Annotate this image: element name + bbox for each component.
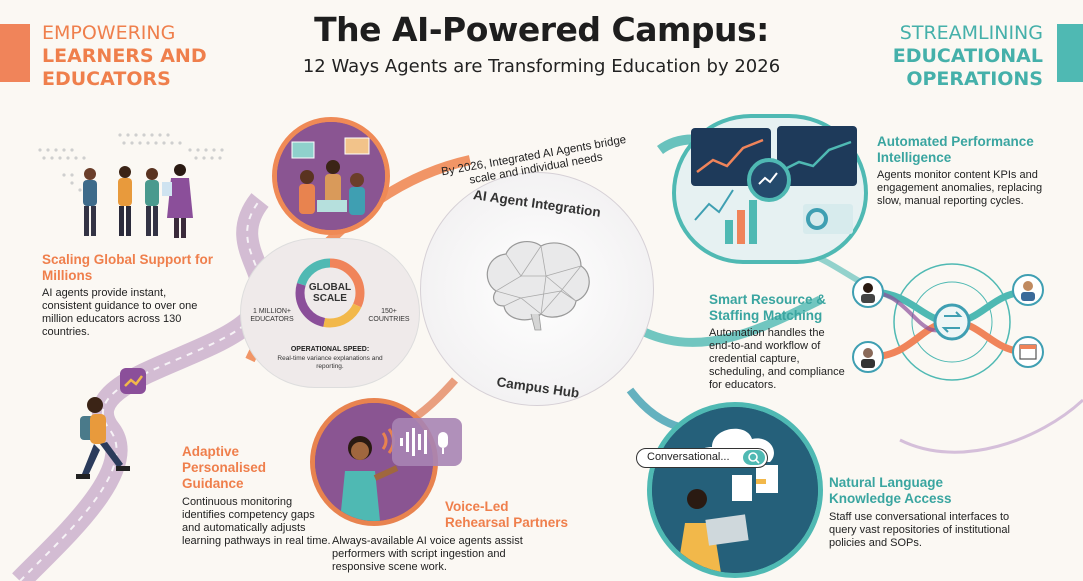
search-bar[interactable]: Conversational...: [636, 448, 768, 468]
collaboration-icon: [277, 122, 385, 230]
global-scale-right-stat: 150+ COUNTRIES: [368, 308, 410, 323]
staffing-network-illustration: [852, 263, 1044, 381]
global-scale-left-stat: 1 MILLION+ EDUCATORS: [250, 308, 294, 323]
left-accent-bar: [0, 24, 30, 82]
feature-performance-title: Automated Performance Intelligence: [877, 134, 1034, 165]
feature-performance: Automated Performance Intelligence Agent…: [877, 134, 1057, 208]
feature-adaptive-title: Adaptive Personalised Guidance: [182, 444, 267, 491]
climber-illustration: [76, 368, 146, 479]
right-heading-line2: EDUCATIONAL: [892, 45, 1043, 67]
right-accent-bar: [1057, 24, 1083, 82]
operational-speed-title: OPERATIONAL SPEED:: [290, 346, 370, 353]
page-subtitle: 12 Ways Agents are Transforming Educatio…: [302, 56, 781, 77]
left-section-heading: EMPOWERING LEARNERS AND EDUCATORS: [42, 22, 207, 91]
analytics-dashboard-icon: [691, 126, 857, 244]
shuffle-icon: [941, 311, 963, 333]
left-heading-line2: LEARNERS AND: [42, 45, 207, 67]
feature-resource-text: Automation handles the end-to-and workfl…: [709, 327, 845, 391]
feature-scaling: Scaling Global Support for Millions AI a…: [42, 252, 217, 339]
trend-icon: [124, 375, 143, 387]
search-icon[interactable]: [743, 450, 765, 465]
voice-wave-icon: [392, 418, 462, 466]
feature-scaling-text: AI agents provide instant, consistent gu…: [42, 287, 198, 338]
classroom-illustration: [272, 117, 390, 235]
feature-adaptive: Adaptive Personalised Guidance Continuou…: [182, 444, 332, 548]
search-input[interactable]: Conversational...: [647, 451, 730, 463]
feature-performance-text: Agents monitor content KPIs and engageme…: [877, 169, 1043, 207]
left-heading-line1: EMPOWERING: [42, 22, 176, 44]
feature-resource: Smart Resource & Staffing Matching Autom…: [709, 292, 849, 392]
feature-voice-text: Always-available AI voice agents assist …: [332, 535, 523, 573]
feature-resource-title: Smart Resource & Staffing Matching: [709, 292, 827, 323]
global-scale-center: GLOBAL SCALE: [308, 282, 352, 304]
brain-icon: [486, 240, 590, 331]
feature-scaling-title: Scaling Global Support for Millions: [42, 252, 214, 283]
feature-knowledge-text: Staff use conversational interfaces to q…: [829, 511, 1010, 549]
operational-speed-text: Real-time variance explanations and repo…: [277, 355, 383, 370]
feature-knowledge-title: Natural Language Knowledge Access: [829, 475, 952, 506]
global-scale-ring: [295, 258, 365, 328]
feature-voice: Voice-Led Rehearsal Partners Always-avai…: [332, 499, 572, 574]
feature-knowledge: Natural Language Knowledge Access Staff …: [829, 475, 1039, 550]
students-illustration: [83, 164, 193, 238]
right-section-heading: STREAMLINING EDUCATIONAL OPERATIONS: [893, 22, 1043, 91]
feature-voice-title: Voice-Led Rehearsal Partners: [445, 499, 569, 530]
knowledge-access-illustration: [647, 402, 823, 578]
right-heading-line1: STREAMLINING: [899, 22, 1043, 44]
left-heading-line3: EDUCATORS: [42, 68, 171, 90]
right-heading-line3: OPERATIONS: [906, 68, 1043, 90]
feature-adaptive-text: Continuous monitoring identifies compete…: [182, 496, 331, 547]
page-title: The AI-Powered Campus:: [314, 10, 769, 49]
